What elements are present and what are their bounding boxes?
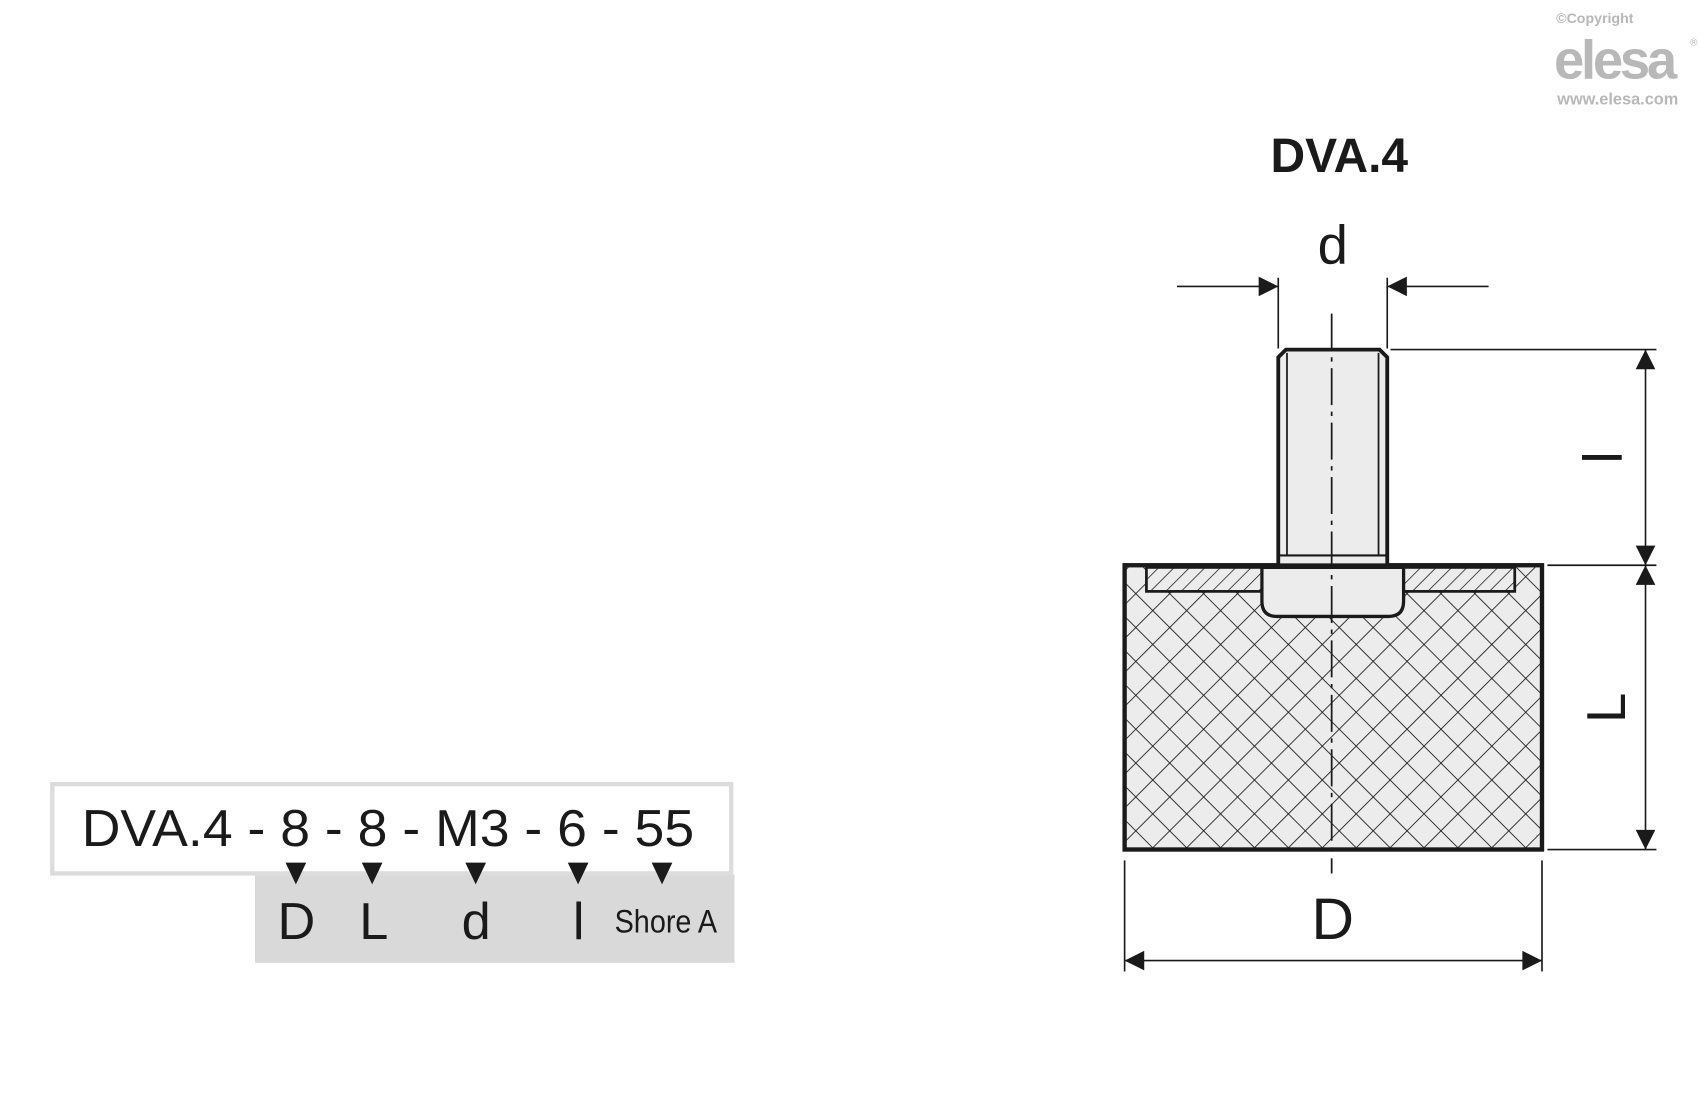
pointer-arrows — [285, 862, 673, 885]
ordering-code-text: DVA.4 - 8 - 8 - M3 - 6 - 55 — [82, 800, 694, 858]
dimension-label-D: D — [1312, 887, 1354, 952]
copyright-text: ©Copyright — [1556, 11, 1634, 27]
dimension-D: D — [1123, 860, 1543, 972]
code-label-L: L — [359, 893, 388, 951]
arrow-down-icon — [361, 862, 383, 885]
dimension-label-l: l — [1573, 451, 1634, 463]
code-label-shore: Shore A — [615, 902, 718, 939]
ordering-code: DVA.4 - 8 - 8 - M3 - 6 - 55 D L d l Shor… — [50, 781, 735, 963]
arrow-down-icon — [285, 862, 307, 885]
brand-logo: elesa — [1554, 29, 1678, 90]
code-label-d: d — [462, 893, 491, 951]
code-box — [50, 781, 734, 876]
elesa-logo[interactable]: ©Copyright elesa ® www.elesa.com — [1554, 11, 1698, 109]
website-url: www.elesa.com — [1556, 91, 1678, 109]
arrow-down-icon — [465, 862, 487, 885]
threaded-stud — [1276, 347, 1390, 568]
dimension-l-L: l L — [1390, 348, 1657, 851]
code-legend-background — [255, 874, 735, 963]
code-label-D: D — [278, 893, 316, 951]
dimension-label-d: d — [1318, 215, 1348, 276]
registered-mark: ® — [1690, 38, 1698, 49]
arrow-down-icon — [651, 862, 673, 885]
product-title: DVA.4 — [1270, 130, 1408, 183]
arrow-down-icon — [567, 862, 589, 885]
dimension-label-L: L — [1576, 693, 1637, 723]
stud-base — [1260, 565, 1406, 619]
code-label-l: l — [573, 893, 585, 951]
dimension-d: d — [1176, 215, 1489, 349]
